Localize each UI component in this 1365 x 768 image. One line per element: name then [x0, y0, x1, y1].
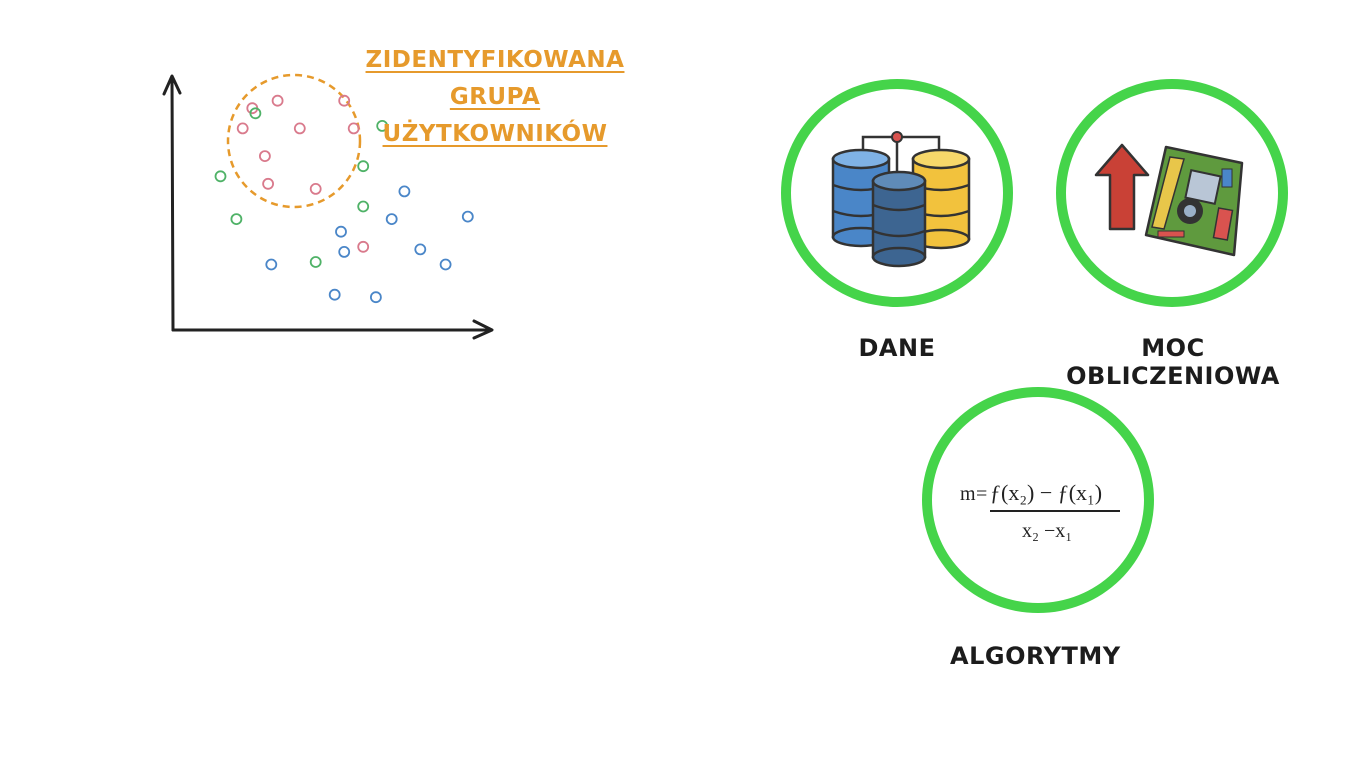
- cluster-highlight: [226, 73, 362, 209]
- data-label: DANE: [858, 334, 936, 362]
- data-point-green: [376, 120, 389, 132]
- compute-badge: [1056, 79, 1288, 307]
- algorithm-label: ALGORYTMY: [950, 642, 1121, 670]
- algorithm-badge: m = ƒ(x₂) − ƒ(x₁) x₂ −x₁: [922, 387, 1154, 613]
- motherboard-icon: [1144, 145, 1244, 257]
- database-icon: [831, 131, 971, 268]
- data-point-pink: [271, 94, 284, 107]
- data-point-blue: [398, 185, 411, 198]
- x-axis-arrow: [472, 319, 494, 340]
- data-point-blue: [385, 213, 398, 226]
- cluster-title-line-2: UŻYTKOWNIKÓW: [382, 121, 608, 147]
- arrow-up-icon: [1094, 143, 1150, 231]
- data-point-green: [357, 200, 370, 213]
- data-point-blue: [369, 291, 382, 304]
- data-point-pink: [309, 182, 322, 195]
- cluster-title: ZIDENTYFIKOWANA GRUPA UŻYTKOWNIKÓW: [330, 42, 660, 153]
- cluster-title-line-1: ZIDENTYFIKOWANA GRUPA: [365, 47, 625, 110]
- formula-numerator: ƒ(x₂) − ƒ(x₁): [990, 480, 1102, 505]
- data-point-pink: [357, 240, 370, 253]
- data-point-pink: [236, 122, 249, 135]
- data-point-blue: [338, 245, 351, 258]
- formula-icon: m = ƒ(x₂) − ƒ(x₁) x₂ −x₁: [960, 480, 1120, 542]
- scatter-plot: [150, 40, 670, 350]
- data-points: [214, 94, 474, 304]
- data-point-pink: [293, 122, 306, 135]
- data-point-green: [249, 107, 262, 120]
- data-badge: [781, 79, 1013, 307]
- formula-denominator: x₂ −x₁: [1022, 520, 1072, 542]
- compute-label: MOC OBLICZENIOWA: [1066, 334, 1280, 390]
- formula-m: m: [960, 483, 976, 505]
- data-point-blue: [335, 225, 347, 238]
- axes: [162, 74, 494, 340]
- data-point-green: [309, 256, 322, 268]
- formula-equals: =: [976, 483, 987, 505]
- motherboard-arrow-up-icon: [1094, 143, 1244, 257]
- y-axis-arrow: [162, 74, 182, 96]
- data-point-blue: [439, 258, 452, 271]
- data-point-blue: [461, 210, 474, 223]
- data-point-green: [214, 170, 227, 183]
- data-point-pink: [347, 122, 360, 135]
- data-point-pink: [262, 177, 274, 190]
- data-point-pink: [338, 94, 351, 107]
- y-axis: [170, 76, 175, 332]
- data-point-blue: [265, 258, 278, 271]
- data-point-green: [357, 160, 370, 173]
- scatter-plot-svg: [162, 73, 494, 340]
- data-point-green: [230, 213, 243, 226]
- data-point-pink: [259, 150, 271, 162]
- data-point-blue: [328, 288, 341, 301]
- data-point-blue: [414, 243, 427, 256]
